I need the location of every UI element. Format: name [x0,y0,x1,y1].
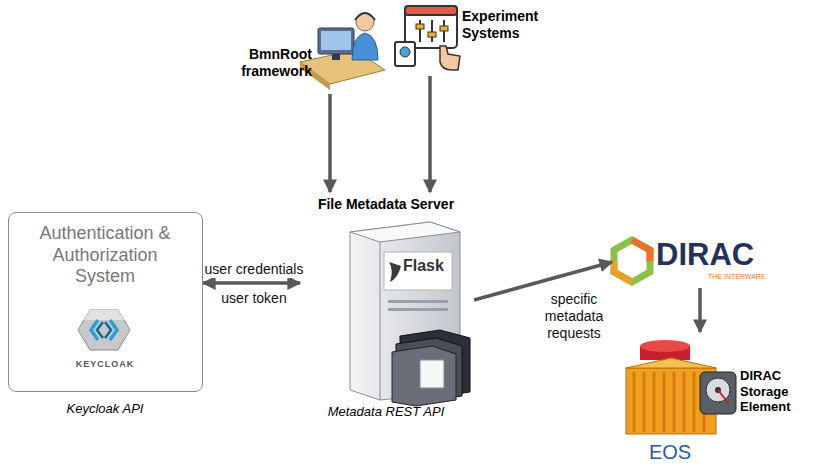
api-caption: Keycloak API [9,401,201,417]
eos-storage-icon [626,340,736,434]
storage-node: DIRAC Storage ElementEOS [612,332,816,468]
node-title: Experiment Systems [462,8,548,42]
logo-subtitle: THE INTERWARE [708,273,780,281]
dirac-node: DIRACTHE INTERWARE [612,236,782,288]
auth-box: Authentication & Authorization SystemKEY… [8,212,203,392]
connector-arrow [698,288,702,332]
logo-text: Flask [403,256,453,275]
connector-arrow [428,76,432,192]
node-title: DIRAC Storage Element [740,368,812,415]
dashboard-icon [395,6,460,70]
operator-icon [300,13,385,90]
edge-side-label: user token [206,290,302,307]
logo-text: DIRAC [656,236,780,273]
bmnroot-node: BmnRoot framework [232,2,382,94]
connector-arrow [328,94,332,192]
dirac-logo [614,240,650,282]
experiment-node: Experiment Systems [398,2,550,76]
node-title: File Metadata Server [300,196,472,213]
server-node: File Metadata ServerFlaskMetadata REST A… [300,192,474,426]
connector-arrow [203,281,300,285]
node-title: BmnRoot framework [234,46,312,80]
edge-label: user credentials [204,261,304,278]
server-icon [350,222,470,406]
logo-text: EOS [640,440,700,464]
box-heading: Authentication & Authorization System [23,223,187,288]
api-caption: Metadata REST API [300,404,472,420]
keycloak-logo [78,310,130,350]
logo-text: KEYCLOAK [9,359,201,370]
edge-label: specific metadata requests [522,291,626,341]
